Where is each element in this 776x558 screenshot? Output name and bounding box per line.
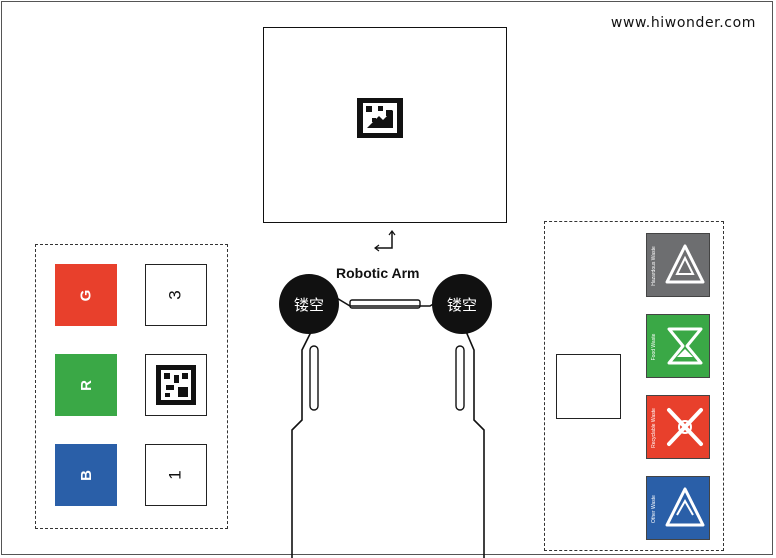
waste-tile-hazardous: Hazardous Waste	[646, 233, 710, 297]
empty-placement-square	[556, 354, 621, 419]
number-tile-1-label: 1	[166, 470, 185, 480]
color-sorting-zone	[35, 244, 228, 529]
apriltag-icon	[357, 98, 403, 138]
number-tile-3: 3	[145, 264, 207, 326]
recycle-triangle-icon	[665, 487, 705, 527]
hollow-hole-right: 镂空	[432, 274, 492, 334]
hollow-hole-right-label: 镂空	[446, 295, 477, 314]
tag-tile	[145, 354, 207, 416]
hourglass-icon	[667, 327, 703, 365]
color-tile-red-label: R	[77, 379, 95, 391]
waste-sorting-zone	[544, 221, 724, 551]
color-tile-green-label: G	[77, 289, 95, 301]
top-placement-board	[263, 27, 507, 223]
color-tile-blue: B	[55, 444, 117, 506]
color-tile-green: G	[55, 264, 117, 326]
waste-tile-hazardous-caption: Hazardous Waste	[651, 246, 657, 286]
coordinate-axes-icon	[374, 230, 396, 252]
website-url: www.hiwonder.com	[610, 15, 756, 31]
robotic-arm-base-outline	[291, 292, 485, 558]
color-tile-blue-label: B	[77, 469, 95, 481]
color-tile-red: R	[55, 354, 117, 416]
waste-tile-food-caption: Food Waste	[651, 333, 657, 361]
waste-tile-food: Food Waste	[646, 314, 710, 378]
hollow-hole-left: 镂空	[279, 274, 339, 334]
number-tile-3-label: 3	[166, 290, 185, 300]
waste-tile-other: Other Waste	[646, 476, 710, 540]
apriltag-icon	[156, 365, 196, 405]
waste-tile-other-caption: Other Waste	[651, 495, 657, 523]
number-tile-1: 1	[145, 444, 207, 506]
hollow-hole-left-label: 镂空	[293, 295, 324, 314]
robotic-arm-label: Robotic Arm	[336, 265, 420, 281]
waste-tile-recyclable: Recyclable Waste	[646, 395, 710, 459]
waste-tile-recyclable-caption: Recyclable Waste	[651, 408, 657, 448]
cross-icon	[667, 408, 703, 446]
recycle-triangle-icon	[665, 244, 705, 284]
